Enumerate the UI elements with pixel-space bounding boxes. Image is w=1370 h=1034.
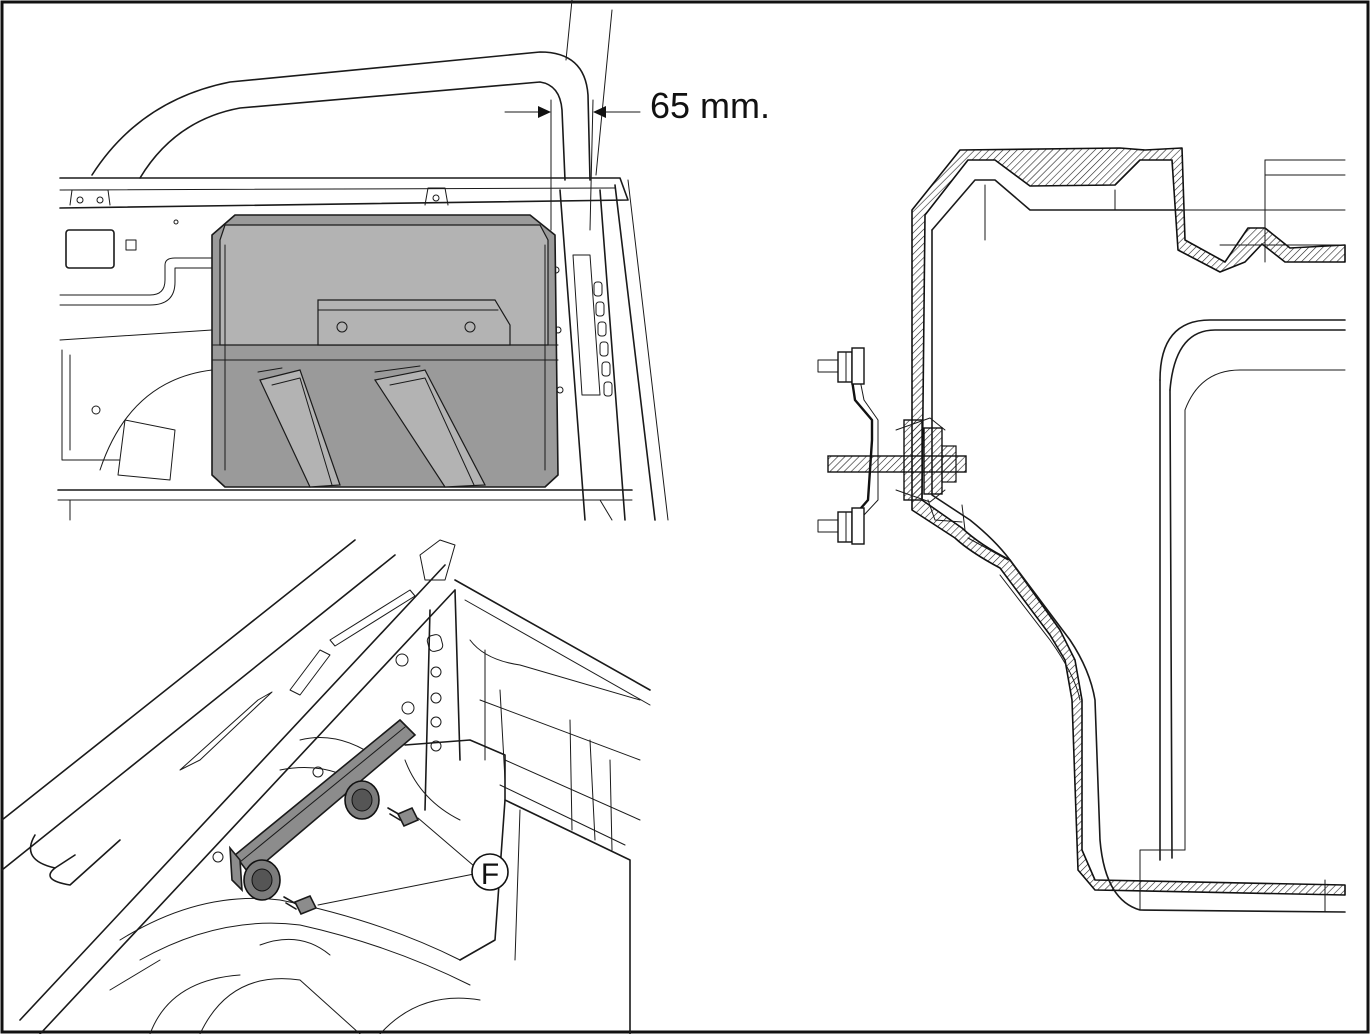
bolt-lower xyxy=(283,894,318,916)
callout-circle-F xyxy=(471,853,509,891)
bolt-upper xyxy=(387,806,420,828)
box-corner xyxy=(404,739,631,1034)
panel-cross-section xyxy=(817,147,1346,913)
bracket-section xyxy=(817,347,967,545)
bed-rail xyxy=(59,177,629,209)
dimension-label: 65 mm. xyxy=(650,85,770,126)
box-handle-recess xyxy=(317,299,511,346)
sport-bar-inner xyxy=(139,81,566,181)
panel-bracket-install: F xyxy=(1,539,651,1034)
box-rib-left xyxy=(259,369,341,488)
rail-end-cap xyxy=(29,834,76,869)
callout-letter-F: F xyxy=(481,858,499,891)
sport-bar-outer xyxy=(91,51,591,181)
mounting-bracket xyxy=(233,718,417,877)
panel-bed-top-view: 65 mm. xyxy=(57,0,770,521)
box-wall-section xyxy=(911,147,1346,896)
box-rib-right xyxy=(374,369,486,488)
wall-panel xyxy=(65,229,115,269)
inner-bin xyxy=(1159,319,1346,381)
